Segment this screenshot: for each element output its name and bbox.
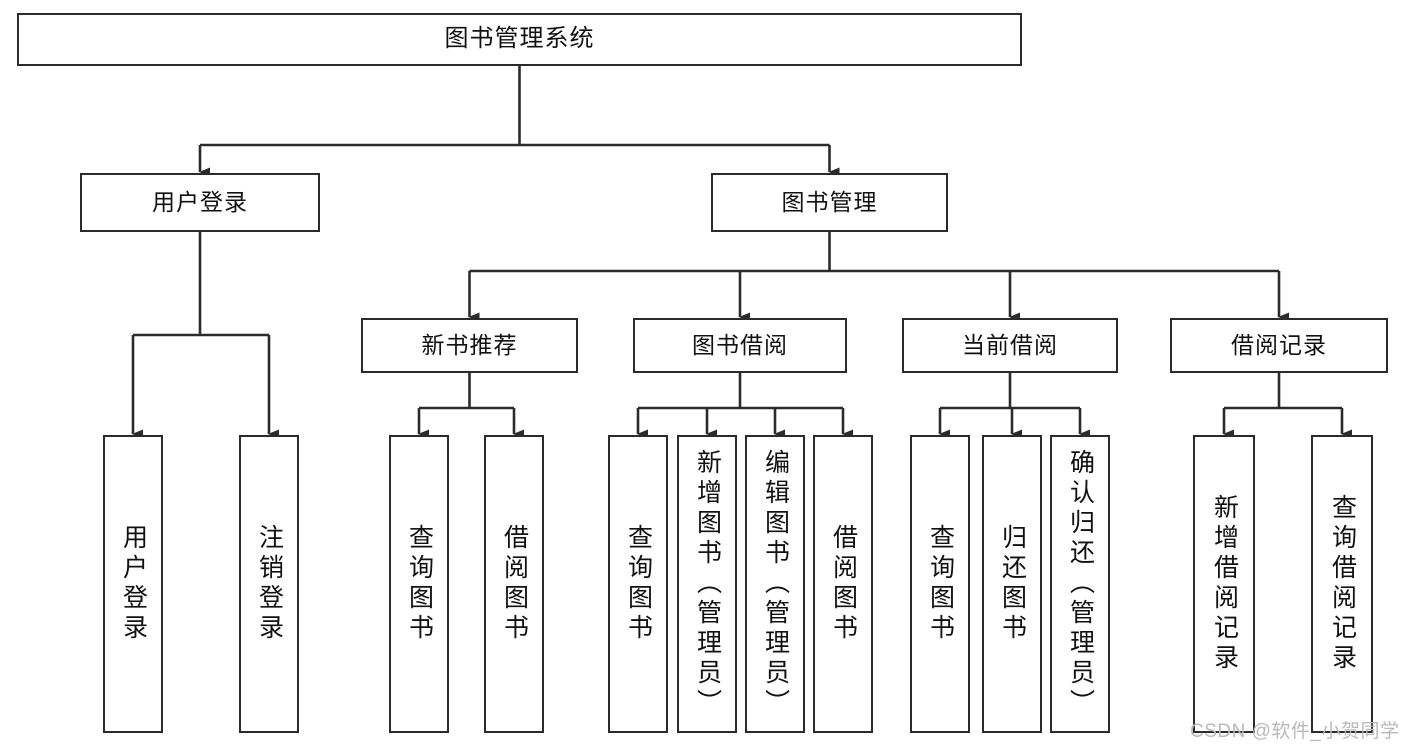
node-loan-record[interactable]: 借阅记录: [1170, 318, 1388, 373]
node-label: 当前借阅: [962, 331, 1058, 358]
node-root[interactable]: 图书管理系统: [17, 13, 1022, 66]
node-label: 查询图书: [926, 524, 955, 644]
node-label: 借阅图书: [500, 524, 529, 644]
node-leaf-user-login[interactable]: 用户登录: [103, 435, 163, 733]
node-leaf-borrow-book-2[interactable]: 借阅图书: [813, 435, 873, 733]
node-label: 用户登录: [152, 188, 248, 215]
watermark-text: CSDN @软件_小贺同学: [1190, 721, 1400, 742]
node-label: 查询图书: [405, 524, 434, 644]
node-label: 图书管理: [781, 188, 878, 215]
node-label: 查询图书: [624, 524, 653, 644]
node-leaf-add-record[interactable]: 新增借阅记录: [1193, 435, 1255, 733]
node-user-login[interactable]: 用户登录: [80, 173, 320, 232]
node-label: 新增借阅记录: [1210, 494, 1239, 674]
node-label: 图书管理系统: [444, 25, 595, 53]
node-leaf-add-book[interactable]: 新增图书（管理员）: [677, 435, 737, 733]
node-leaf-query-book-2[interactable]: 查询图书: [608, 435, 668, 733]
node-leaf-borrow-book-1[interactable]: 借阅图书: [484, 435, 544, 733]
node-leaf-user-logout[interactable]: 注销登录: [239, 435, 299, 733]
node-book-manage[interactable]: 图书管理: [711, 173, 948, 232]
node-label: 查询借阅记录: [1328, 494, 1357, 674]
node-label: 编辑图书（管理员）: [761, 449, 790, 719]
node-leaf-query-book-3[interactable]: 查询图书: [910, 435, 970, 733]
node-label: 图书借阅: [692, 331, 788, 358]
node-book-borrow[interactable]: 图书借阅: [633, 318, 847, 373]
node-label: 归还图书: [998, 524, 1027, 644]
node-label: 用户登录: [119, 524, 148, 644]
node-leaf-query-record[interactable]: 查询借阅记录: [1311, 435, 1373, 733]
node-label: 借阅图书: [829, 524, 858, 644]
node-new-book-rec[interactable]: 新书推荐: [361, 318, 578, 373]
node-label: 新书推荐: [421, 331, 518, 358]
node-leaf-return-book[interactable]: 归还图书: [982, 435, 1042, 733]
node-label: 注销登录: [255, 524, 284, 644]
node-label: 借阅记录: [1231, 331, 1327, 358]
node-leaf-edit-book[interactable]: 编辑图书（管理员）: [745, 435, 805, 733]
node-label: 确认归还（管理员）: [1066, 449, 1095, 719]
node-current-loan[interactable]: 当前借阅: [902, 318, 1118, 373]
node-leaf-confirm-return[interactable]: 确认归还（管理员）: [1050, 435, 1110, 733]
node-label: 新增图书（管理员）: [693, 449, 722, 719]
node-leaf-query-book-1[interactable]: 查询图书: [389, 435, 449, 733]
